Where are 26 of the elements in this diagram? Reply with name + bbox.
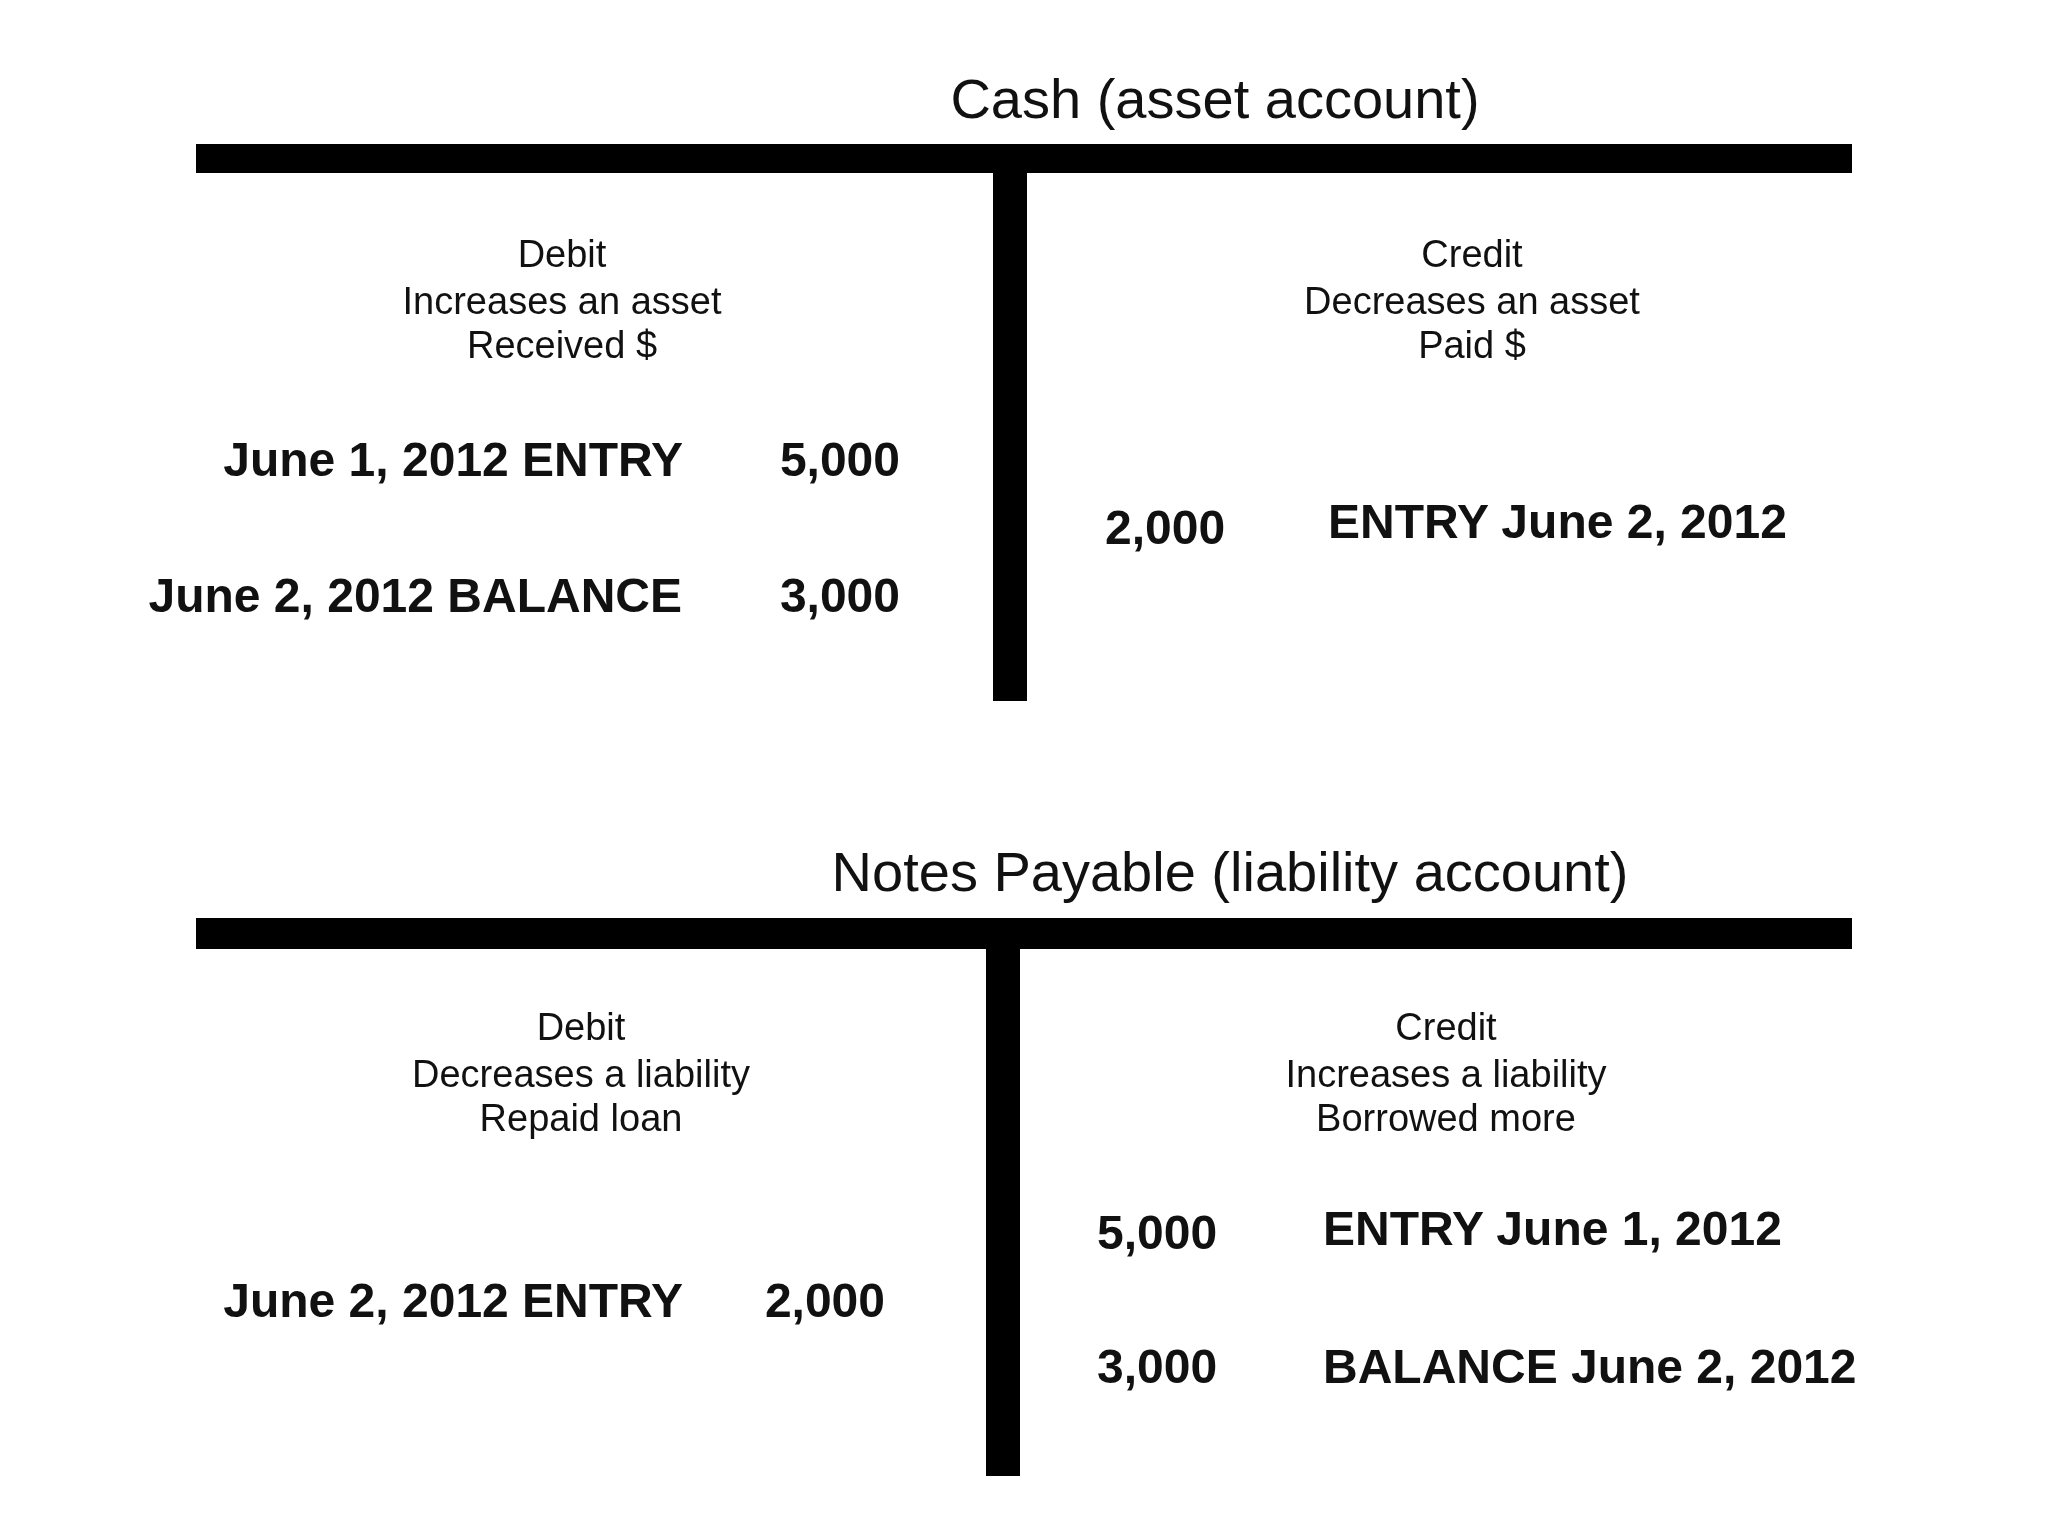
column-heading: Credit bbox=[1395, 1006, 1497, 1050]
amount: 5,000 bbox=[1097, 1205, 1218, 1261]
amount: 3,000 bbox=[1097, 1339, 1218, 1395]
amount: 2,000 bbox=[764, 1273, 885, 1329]
column-description: Increases a liability bbox=[1285, 1053, 1607, 1097]
amount: 3,000 bbox=[779, 568, 900, 624]
account-title: Notes Payable (liability account) bbox=[831, 839, 1629, 905]
column-description: Borrowed more bbox=[1316, 1097, 1576, 1141]
amount: 2,000 bbox=[1105, 500, 1226, 556]
entry-description: BALANCE June 2, 2012 bbox=[1323, 1339, 1857, 1395]
entry-description: June 2, 2012 ENTRY bbox=[223, 1273, 683, 1329]
amount: 5,000 bbox=[779, 432, 900, 488]
column-description: Paid $ bbox=[1418, 324, 1526, 368]
column-heading: Debit bbox=[536, 1006, 626, 1050]
entry-description: June 1, 2012 ENTRY bbox=[223, 432, 683, 488]
account-title: Cash (asset account) bbox=[950, 66, 1480, 132]
entry-description: June 2, 2012 BALANCE bbox=[148, 568, 682, 624]
column-heading: Credit bbox=[1421, 233, 1523, 277]
entry-description: ENTRY June 1, 2012 bbox=[1323, 1201, 1782, 1257]
column-heading: Debit bbox=[517, 233, 607, 277]
column-description: Received $ bbox=[466, 324, 658, 368]
column-description: Increases an asset bbox=[402, 280, 722, 324]
column-description: Repaid loan bbox=[479, 1097, 683, 1141]
entry-description: ENTRY June 2, 2012 bbox=[1328, 494, 1787, 550]
column-description: Decreases an asset bbox=[1304, 280, 1640, 324]
column-description: Decreases a liability bbox=[412, 1053, 750, 1097]
